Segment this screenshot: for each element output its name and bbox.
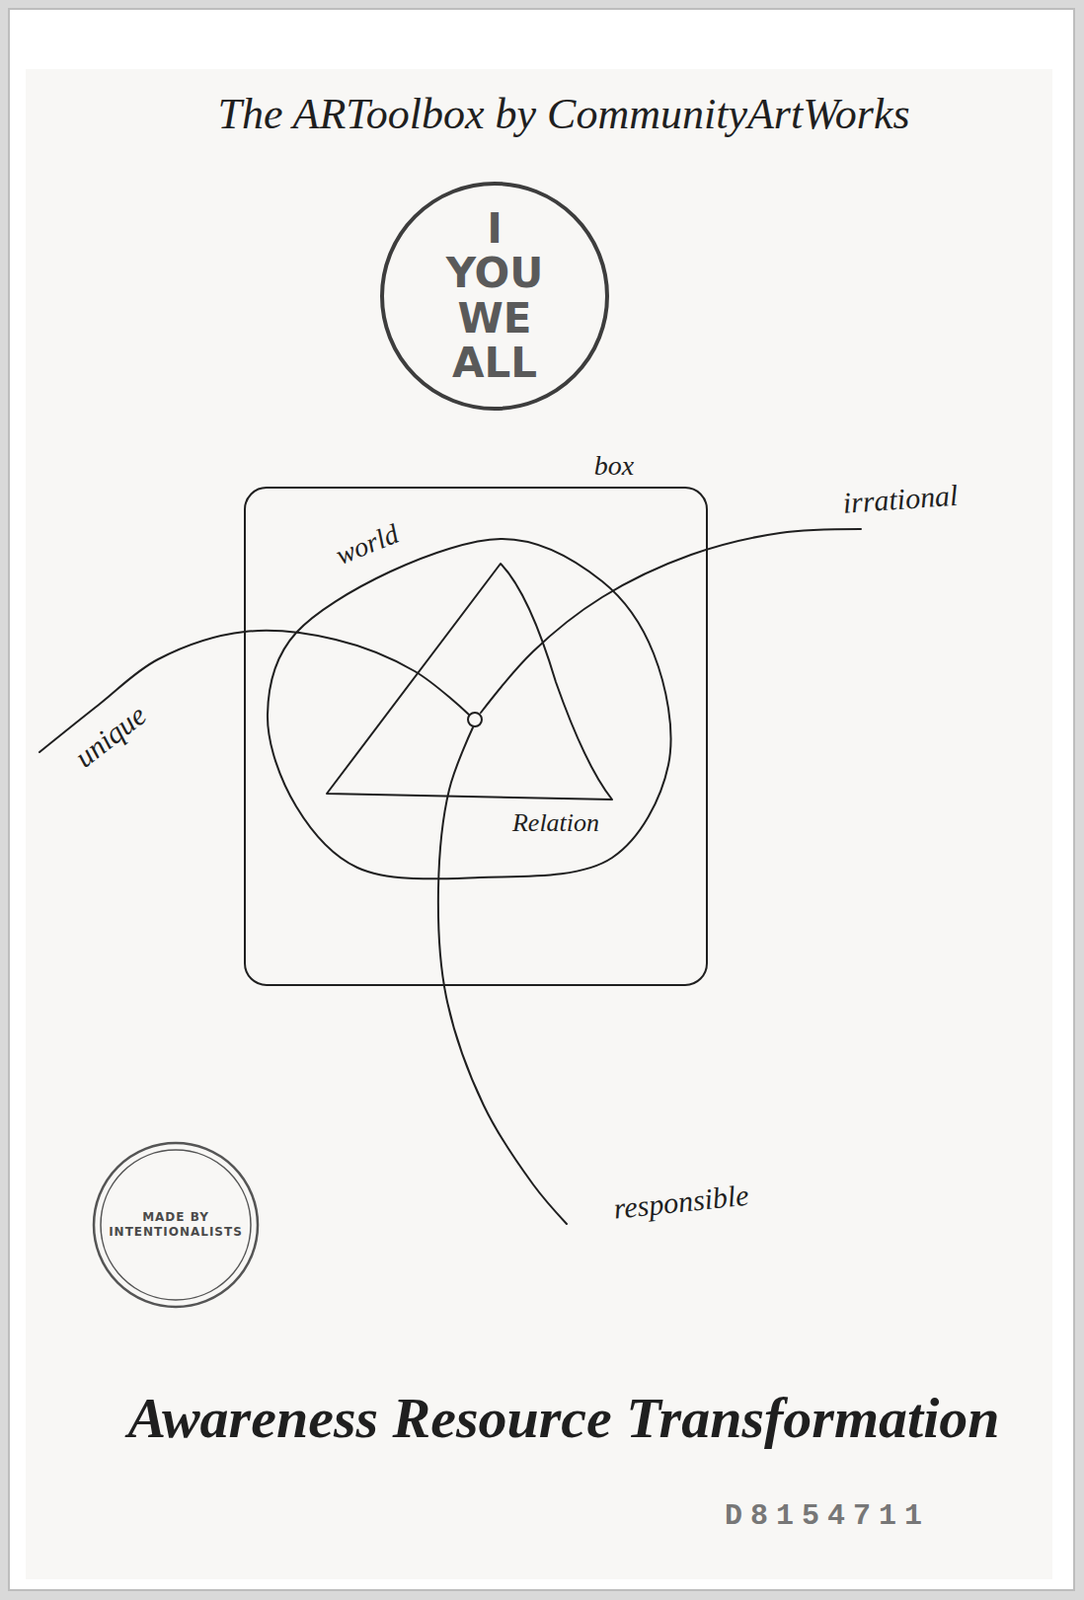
- box-outline-node: boxworldRelation: [244, 487, 707, 986]
- leader-label: irrational: [842, 478, 960, 522]
- leader-label-holder: responsible: [612, 1178, 751, 1228]
- box-outline: [244, 487, 707, 986]
- world-outline-shape: [267, 533, 669, 879]
- irrational-leader: [480, 529, 861, 713]
- box-label-holder: box: [594, 450, 634, 482]
- world-outline-node: worldRelation: [267, 533, 669, 879]
- maker-stamp-node: MADE BY INTENTIONALISTS: [91, 1141, 260, 1310]
- relation-label-holder: Relation: [512, 808, 600, 839]
- leader-label-holder: irrational: [842, 478, 960, 522]
- relation-triangle-shape: [326, 563, 613, 800]
- paper: [25, 69, 1053, 1580]
- serial-number: D8154711: [724, 1499, 930, 1535]
- serial-number-holder: D8154711: [724, 1499, 930, 1535]
- maker-label-holder: MADE BY INTENTIONALISTS: [106, 1210, 245, 1240]
- responsible-leader: [438, 727, 567, 1225]
- world-label-holder: world: [331, 518, 404, 572]
- stamp-circle-node: I YOU WE ALL: [380, 181, 610, 411]
- stamp-label: I YOU WE ALL: [446, 206, 544, 386]
- title: The ARToolbox by CommunityArtWorks: [217, 89, 910, 141]
- leader-label: unique: [68, 697, 154, 775]
- box-label: box: [594, 450, 634, 482]
- title-holder: The ARToolbox by CommunityArtWorks: [217, 89, 910, 141]
- leader-label-holder: unique: [68, 697, 154, 775]
- center-point: [467, 712, 482, 727]
- box-outline-shape: [244, 487, 707, 986]
- relation-triangle-node: Relation: [326, 563, 613, 800]
- maker-stamp: [100, 1150, 251, 1301]
- world-outline: [267, 539, 672, 879]
- caption: Awareness Resource Transformation: [128, 1386, 1001, 1453]
- relation-triangle: [326, 563, 613, 800]
- stamp-ring-outer: [93, 1143, 258, 1308]
- leader-label: responsible: [612, 1178, 751, 1228]
- relation-label: Relation: [512, 808, 600, 839]
- maker-label: MADE BY INTENTIONALISTS: [106, 1210, 245, 1240]
- world-label: world: [331, 518, 404, 572]
- caption-holder: Awareness Resource Transformation: [128, 1386, 1001, 1453]
- card: [8, 8, 1075, 1591]
- stamp-circle: [382, 183, 608, 409]
- stamp-label-holder: I YOU WE ALL: [446, 206, 544, 386]
